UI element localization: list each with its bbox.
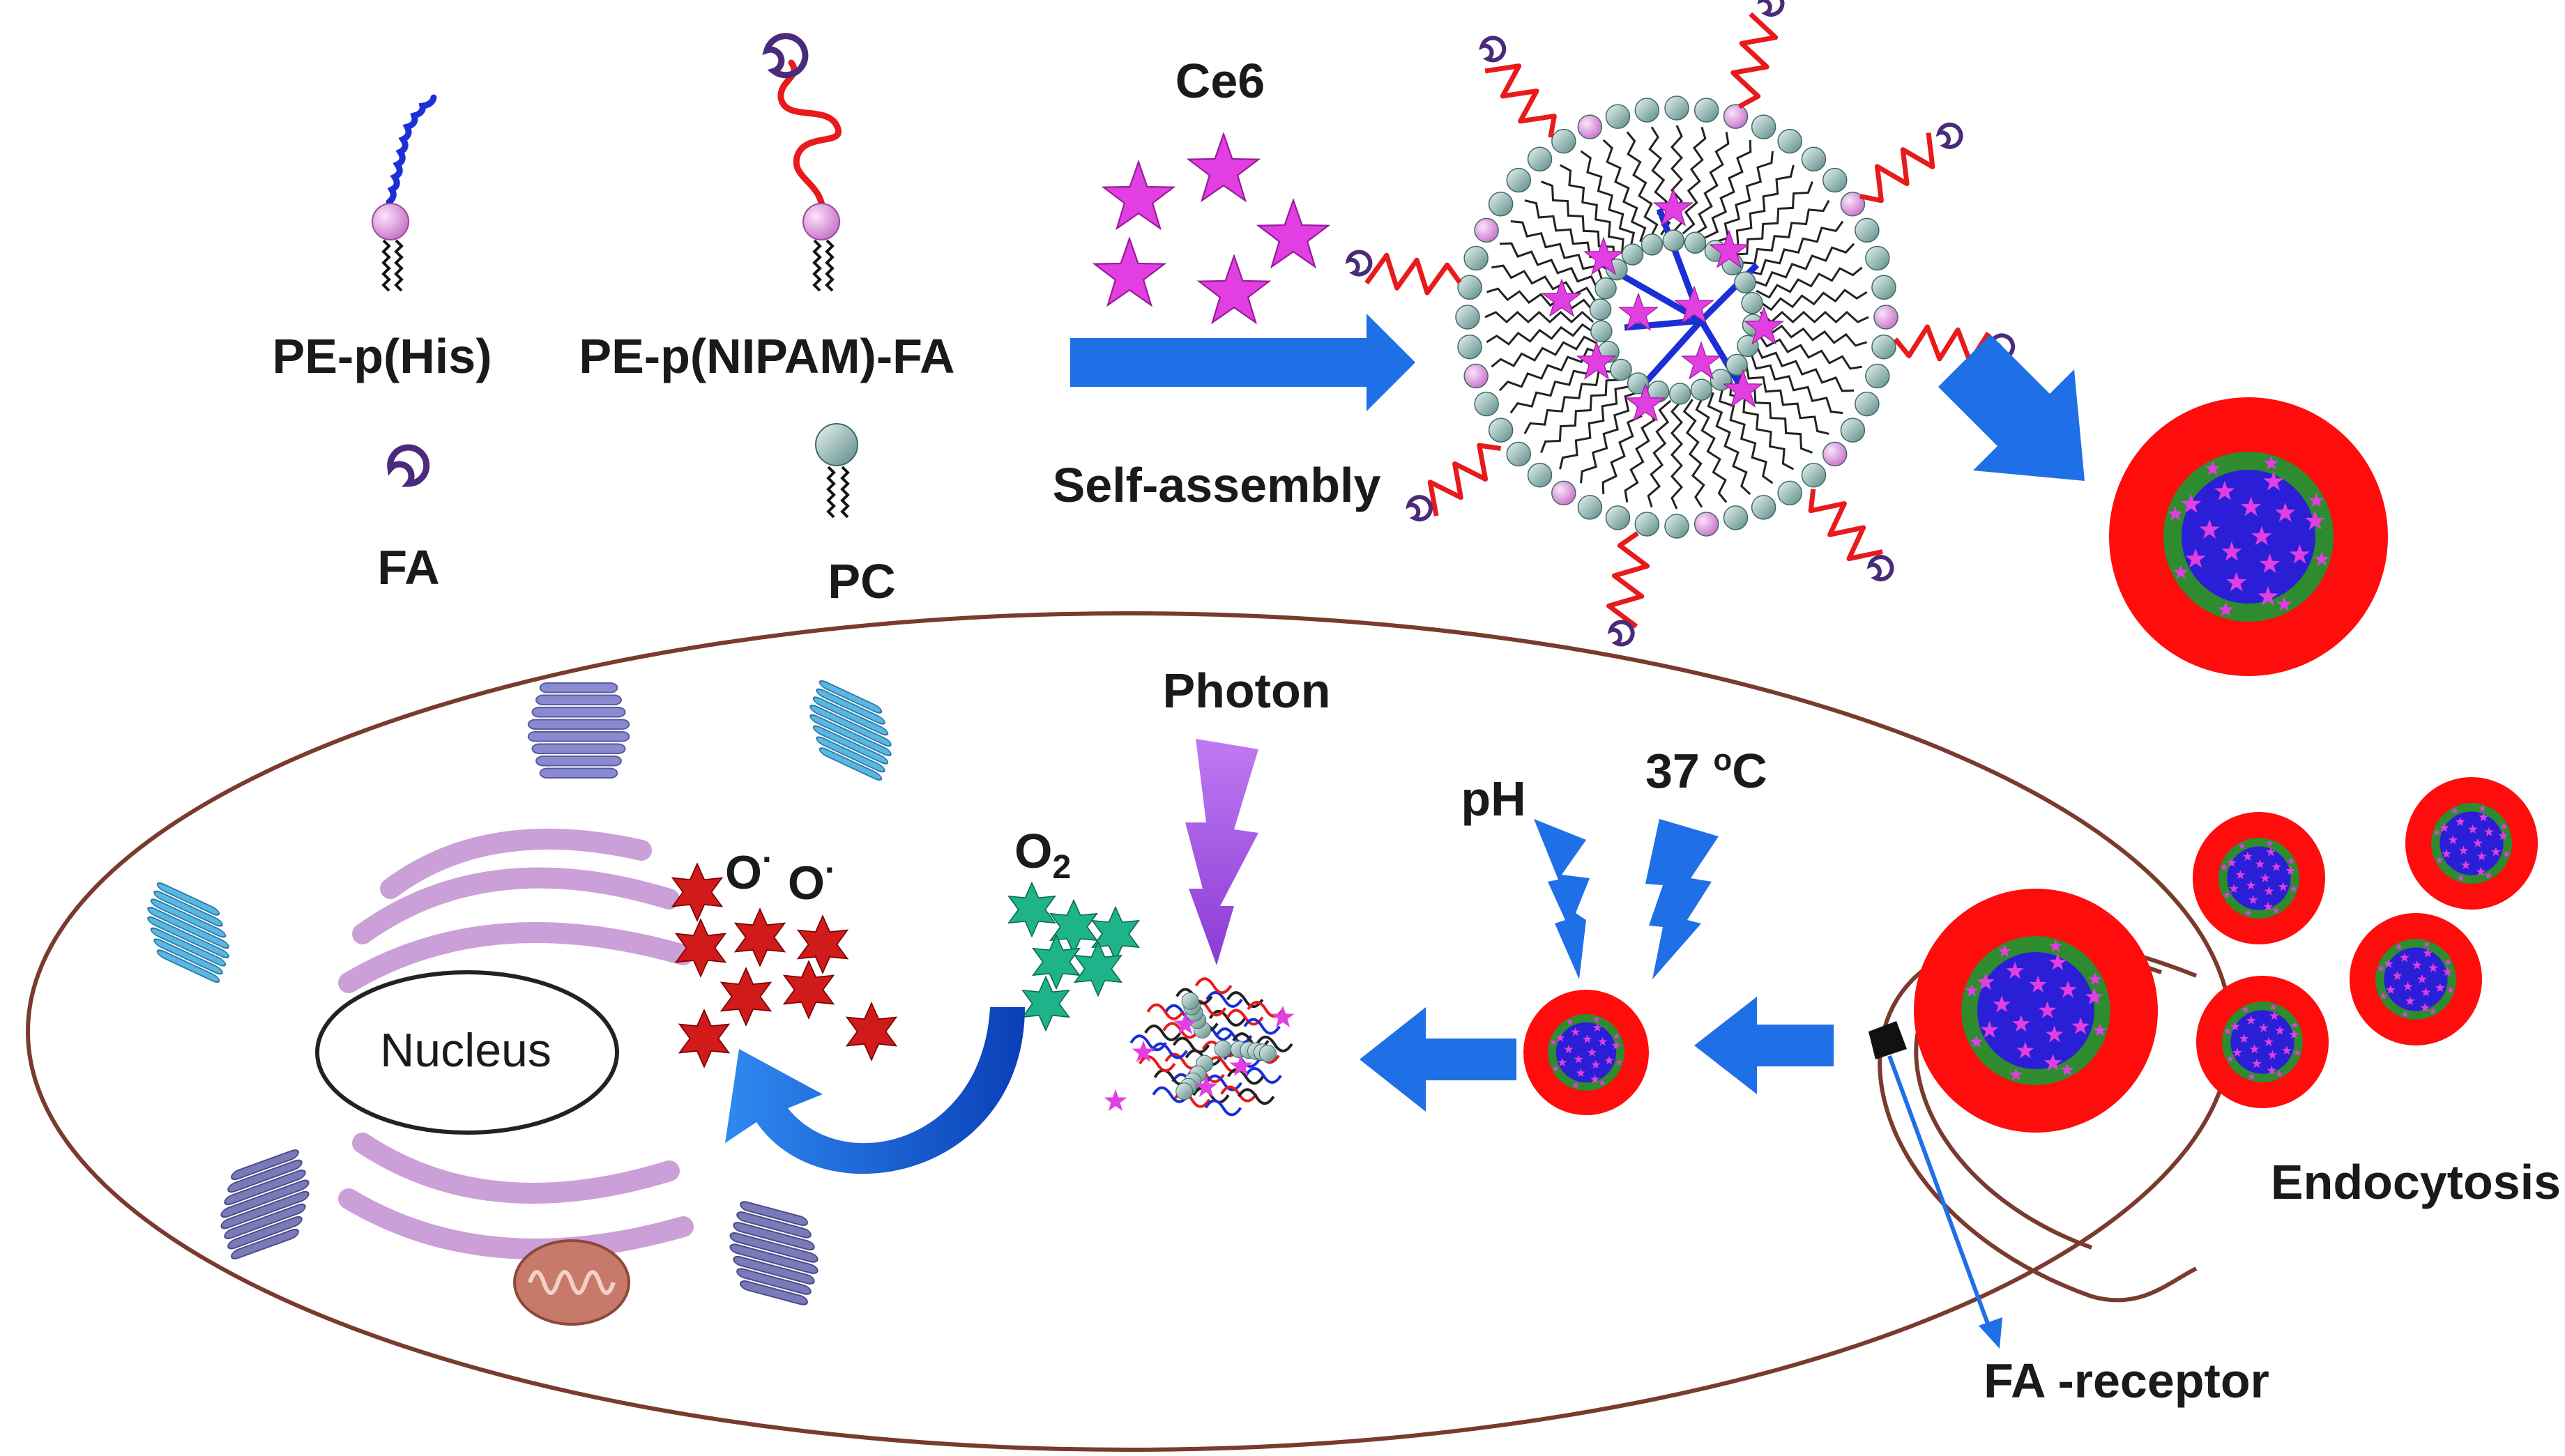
nucleus-label: Nucleus (380, 1024, 551, 1077)
nanoparticle-icon (2109, 397, 2388, 676)
disassembled-micelle-icon (1104, 977, 1295, 1117)
lipid-nipam-fa-icon (762, 33, 842, 292)
ph-lightning-icon (1534, 819, 1590, 979)
nanoparticle-triggered-icon (1523, 990, 1649, 1115)
golgi-icon (338, 828, 694, 1259)
o-radical-2: O· (788, 850, 837, 910)
ph-label: pH (1461, 772, 1525, 826)
ce6-star-icon (1093, 133, 1330, 323)
nucleus (315, 970, 619, 1135)
release-arrow (1360, 1007, 1516, 1112)
nanoparticle-shell (2109, 397, 2388, 676)
endocytosed-nanoparticle-icon (1914, 889, 2158, 1133)
nanoparticle-shell (2350, 913, 2482, 1045)
nanoparticle-shell (1523, 990, 1649, 1115)
fa-receptor-icon (1868, 1021, 1907, 1059)
conversion-arrow (725, 1007, 1025, 1174)
pc-label: PC (828, 554, 895, 608)
oxygen-star-icon (1007, 882, 1140, 1032)
transform-arrow (1938, 335, 2085, 481)
micelle-icon (1345, 0, 2016, 647)
nanoparticle-shell (2405, 777, 2538, 910)
nanoparticle-shell (2196, 976, 2329, 1108)
o-radical-1: O· (725, 840, 774, 899)
self-assembly-arrow (1070, 314, 1415, 411)
ce6-label: Ce6 (1175, 54, 1265, 108)
lightning-icon (1185, 739, 1258, 965)
lysosome-icon (147, 680, 892, 1305)
pe-his-label: PE-p(His) (273, 329, 492, 383)
phosphatidylcholine-icon (815, 423, 858, 519)
ros-star-icon (671, 863, 897, 1068)
temperature-lightning-icon (1645, 819, 1719, 979)
uptake-arrow (1694, 997, 1834, 1094)
o2-label: O2 (1014, 824, 1071, 886)
temperature-label: 37 oC (1645, 743, 1767, 798)
nanoparticle-shell (1914, 889, 2158, 1133)
pe-nipam-fa-label: PE-p(NIPAM)-FA (579, 329, 954, 383)
fa-receptor-label: FA -receptor (1984, 1354, 2269, 1408)
lipid-his-icon (372, 94, 437, 292)
receptor-pointer-arrow (1887, 1055, 2002, 1349)
fa-label: FA (377, 540, 439, 595)
nanoparticle-shell (2193, 812, 2325, 944)
folic-acid-icon (387, 444, 430, 487)
self-assembly-label: Self-assembly (1053, 458, 1381, 512)
extracellular-nanoparticles (2193, 777, 2538, 1108)
endocytosis-label: Endocytosis (2271, 1155, 2561, 1209)
mitochondrion-icon (513, 1239, 630, 1326)
photon-label: Photon (1162, 664, 1330, 718)
